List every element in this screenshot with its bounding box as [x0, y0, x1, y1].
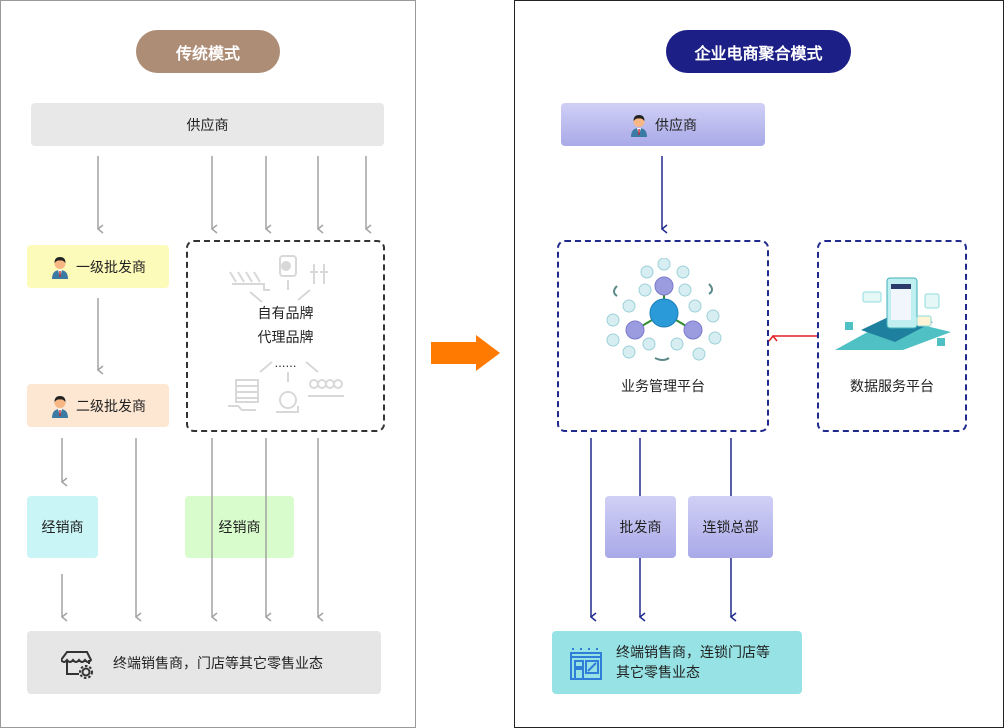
chain-hq-label: 连锁总部: [702, 520, 759, 536]
data-platform-label: 数据服务平台: [850, 379, 934, 395]
oil-can-icon: [279, 255, 297, 277]
person-icon: [629, 113, 649, 137]
retail-label: 终端销售商，门店等其它零售业态: [113, 655, 323, 672]
spark-plug-icon: [310, 264, 328, 284]
more-brands-ellipsis: ……: [274, 357, 297, 370]
manifold-icon: [229, 271, 270, 291]
distributor-label: 经销商: [41, 520, 84, 536]
supplier-label: 供应商: [186, 117, 229, 134]
chain-hq-box: 连锁总部: [688, 496, 773, 558]
srm-network-icon: [606, 258, 722, 361]
first-wholesaler-box: 一级批发商: [27, 245, 169, 288]
store-gear-icon: [59, 646, 95, 680]
ecommerce-mode-title: 企业电商聚合模式: [666, 30, 851, 73]
radiator-icon: [228, 379, 259, 411]
supplier-box: 供应商: [561, 103, 765, 146]
business-management-platform: 业务管理平台: [557, 240, 769, 432]
retail-line-2: 其它零售业态: [616, 664, 700, 681]
distributor-label: 经销商: [218, 520, 261, 536]
retail-box: 终端销售商，连锁门店等 其它零售业态: [552, 631, 802, 694]
agent-brand-label: 代理品牌: [257, 330, 314, 346]
retail-label: 终端销售商，连锁门店等 其它零售业态: [616, 643, 770, 683]
retail-line-1: 终端销售商，连锁门店等: [616, 644, 770, 661]
engine-block-icon: [308, 379, 344, 397]
turbo-icon: [276, 391, 299, 413]
supplier-label: 供应商: [655, 117, 697, 134]
person-icon: [50, 255, 70, 279]
brands-group: 自有品牌 代理品牌 ……: [186, 240, 385, 432]
second-wholesaler-box: 二级批发商: [27, 384, 169, 427]
second-wholesaler-label: 二级批发商: [76, 398, 146, 415]
storefront-icon: [568, 645, 604, 681]
wholesaler-label: 批发商: [619, 520, 662, 536]
business-platform-label: 业务管理平台: [621, 379, 705, 395]
first-wholesaler-label: 一级批发商: [76, 259, 146, 276]
retail-box: 终端销售商，门店等其它零售业态: [27, 631, 381, 694]
wholesaler-box: 批发商: [605, 496, 676, 558]
traditional-mode-title: 传统模式: [136, 30, 280, 73]
data-dashboard-illustration: [835, 277, 951, 350]
person-icon: [50, 394, 70, 418]
right-arrow-icon: [431, 335, 500, 371]
data-service-platform: 数据服务平台: [817, 240, 967, 432]
own-brand-label: 自有品牌: [257, 306, 314, 322]
supplier-box: 供应商: [31, 103, 384, 146]
distributor-box-left: 经销商: [27, 496, 98, 558]
distributor-box-right: 经销商: [185, 496, 294, 558]
